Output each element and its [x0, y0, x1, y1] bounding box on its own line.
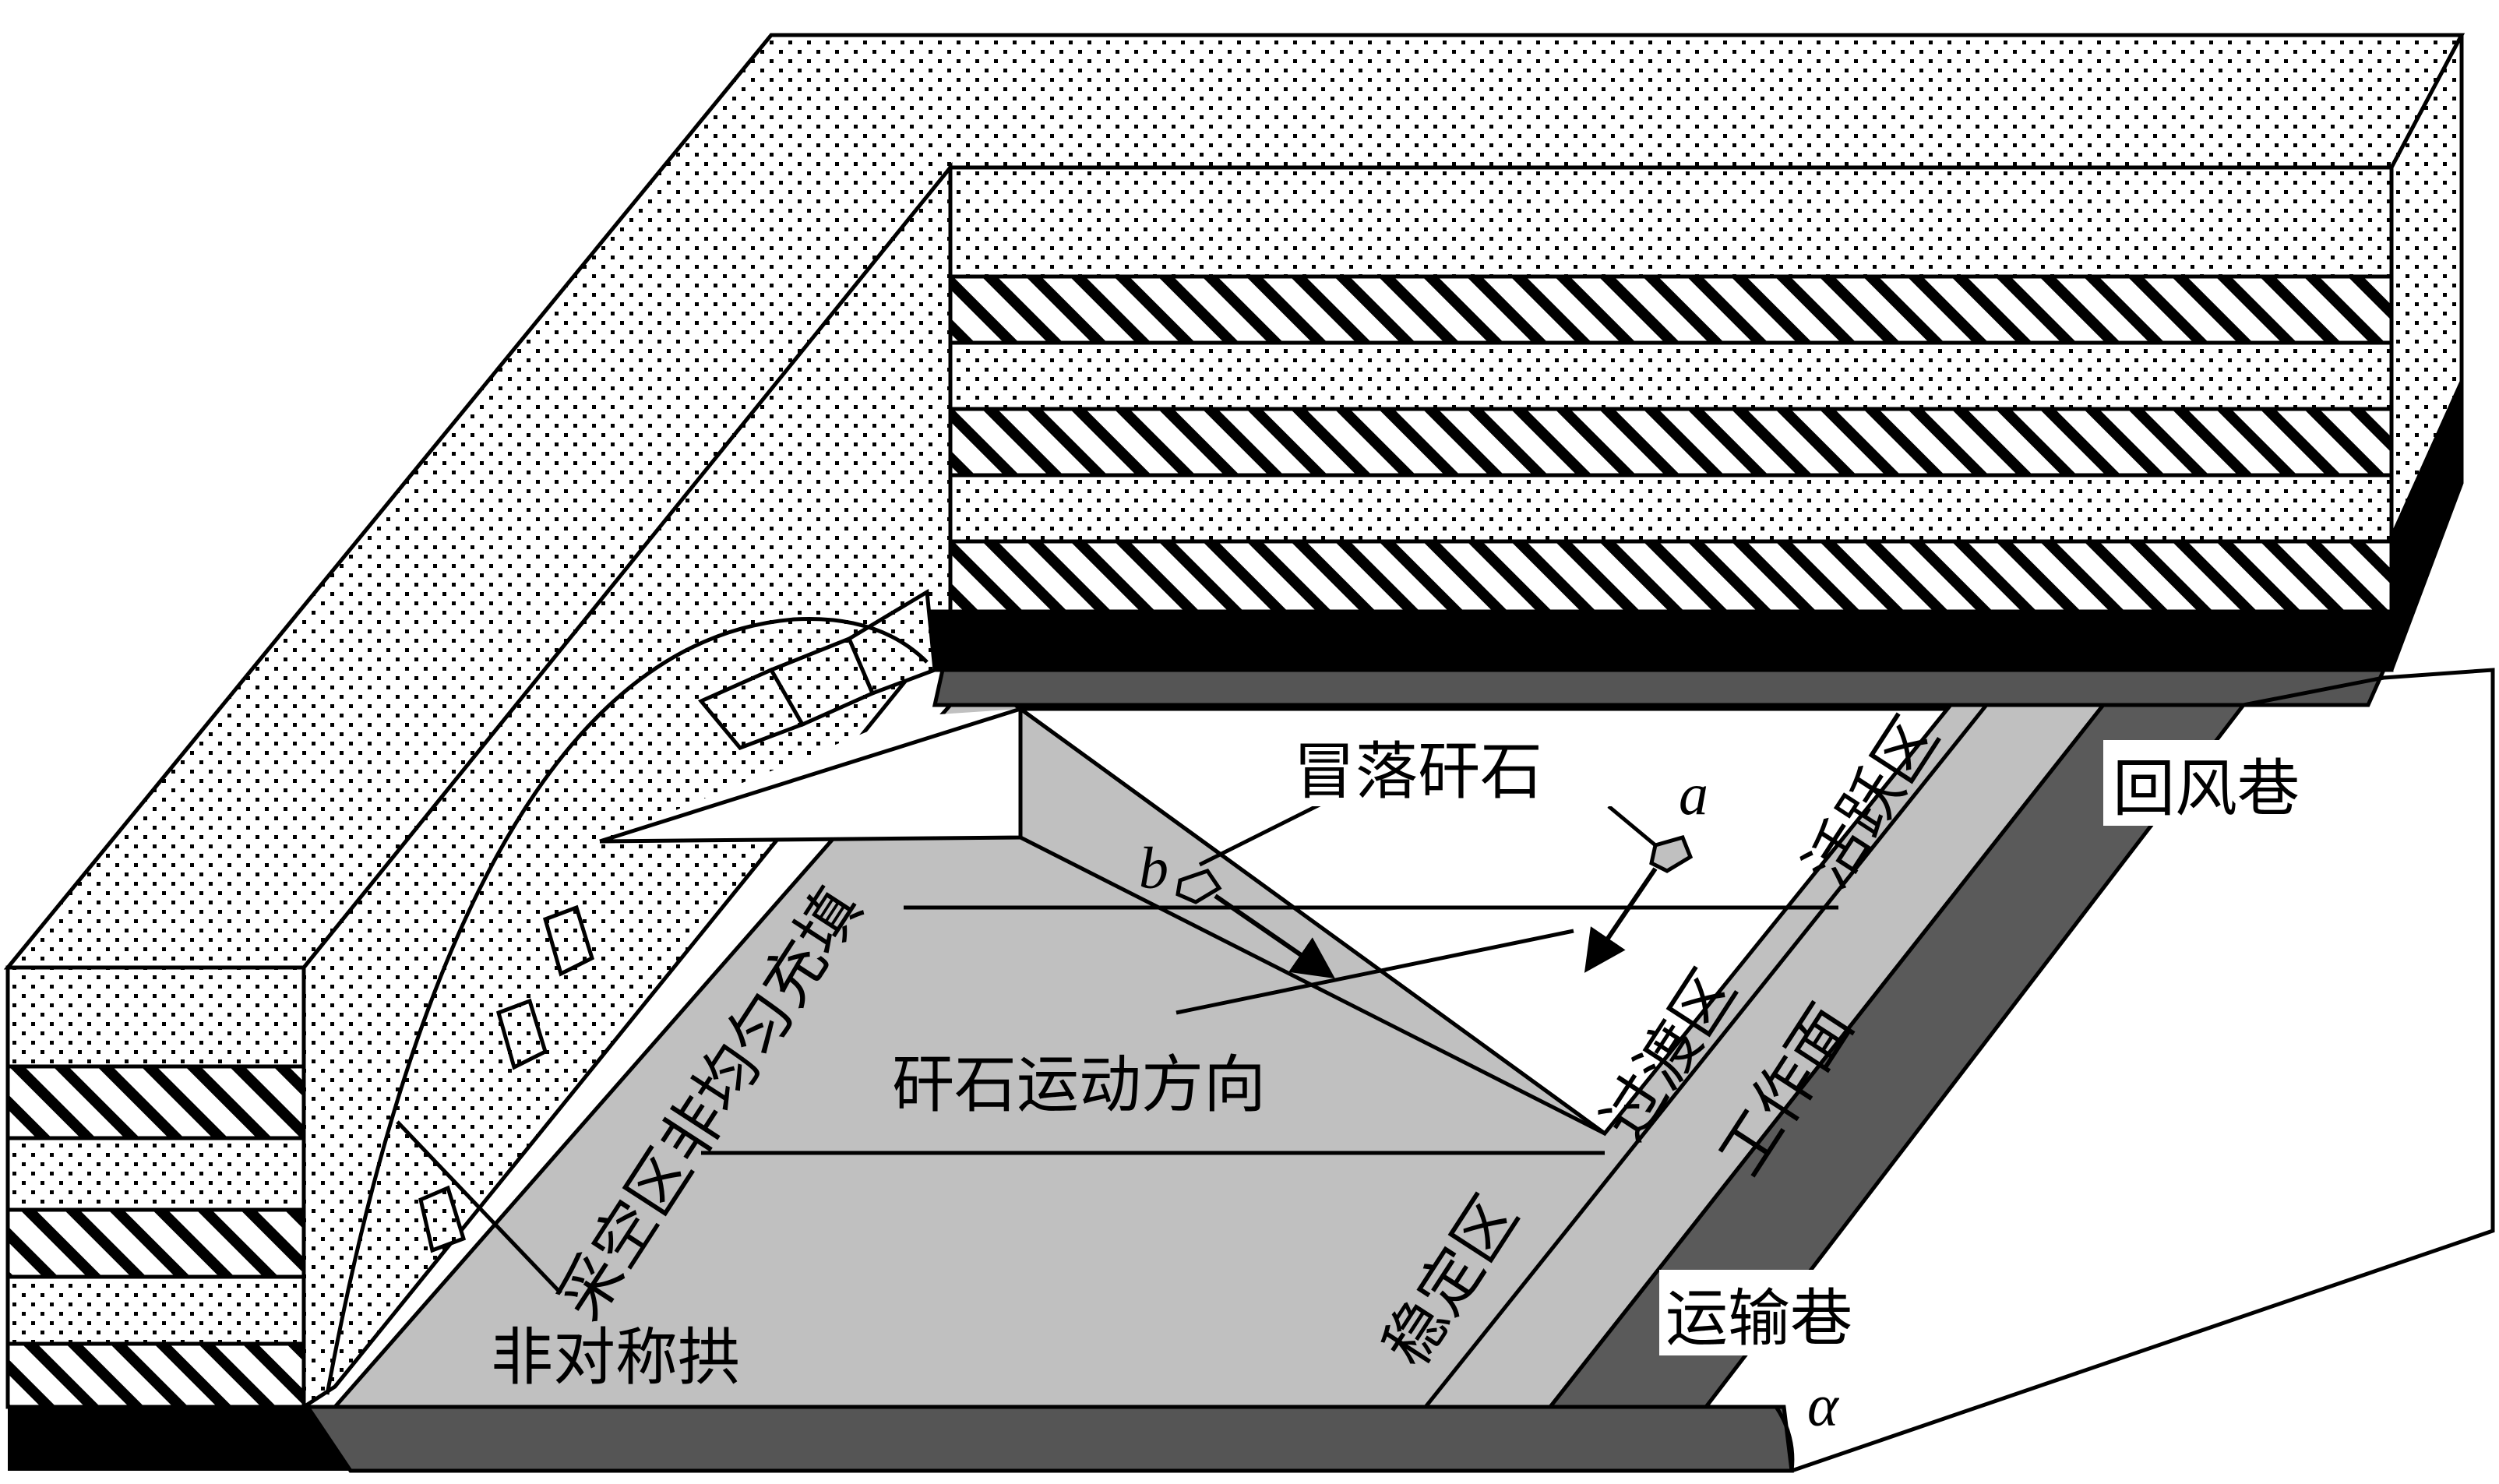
back-coal-seam — [925, 609, 2394, 672]
gangue-particle-b — [1175, 869, 1335, 979]
label-gangue-direction: 矸石运动方向 — [892, 1049, 1266, 1121]
label-point-a: a — [1679, 762, 1708, 827]
roof-block — [418, 1185, 467, 1253]
label-bg-haulage — [1659, 1270, 1916, 1355]
back-layer-hatch-1 — [948, 274, 2394, 345]
roof-block — [697, 667, 805, 750]
wedge-outline — [599, 706, 1023, 844]
arch-pointer — [396, 1120, 562, 1295]
right-floor-edge — [1791, 668, 2495, 1473]
label-haulage-roadway: 运输巷 — [1665, 1282, 1852, 1355]
label-asymmetric-arch: 非对称拱 — [491, 1321, 740, 1394]
pointer-line-b — [1198, 796, 1334, 867]
back-layer-dots-1 — [948, 165, 2394, 279]
dip-angle-arc — [1774, 1405, 1795, 1472]
roof-block — [495, 998, 548, 1070]
label-bg-caved-gangue — [1285, 732, 1613, 806]
label-dip-angle: α — [1807, 1373, 1840, 1439]
layer-dots-3 — [5, 1274, 306, 1346]
pointer-line-a — [1607, 805, 1657, 847]
front-roof-strip — [304, 1405, 1794, 1473]
roadway-band — [1546, 703, 2248, 1409]
front-left-block — [5, 965, 306, 1409]
back-layer-dots-2 — [948, 340, 2394, 411]
back-layer-hatch-3 — [948, 539, 2394, 614]
floor-strips — [8, 1405, 1794, 1473]
label-return-airway: 回风巷 — [2113, 753, 2300, 825]
layer-hatch-2 — [5, 1207, 306, 1279]
back-layer-hatch-2 — [948, 407, 2394, 478]
label-point-b: b — [1139, 836, 1168, 901]
broken-roof-blocks — [418, 588, 937, 1253]
construction-lines — [599, 706, 1838, 1155]
label-caved-gangue: 冒落矸石 — [1293, 735, 1542, 808]
right-side-coal — [2389, 380, 2464, 671]
gangue-particle-a — [1584, 834, 1694, 973]
front-coal-seam — [8, 1407, 351, 1471]
layer-dots-1 — [5, 965, 306, 1069]
pointer-line-gangue — [1175, 929, 1574, 1015]
back-roof-strip — [932, 668, 2387, 707]
back-wall — [925, 33, 2464, 707]
asymmetric-arch-curve — [325, 616, 929, 1395]
roof-block — [542, 904, 595, 977]
layer-hatch-1 — [5, 1064, 306, 1140]
layer-hatch-3 — [5, 1341, 306, 1409]
back-layer-dots-3 — [948, 473, 2394, 544]
layer-dots-2 — [5, 1136, 306, 1212]
diagonal-line — [1019, 707, 1606, 1136]
label-bg-return-airway — [2103, 740, 2360, 826]
